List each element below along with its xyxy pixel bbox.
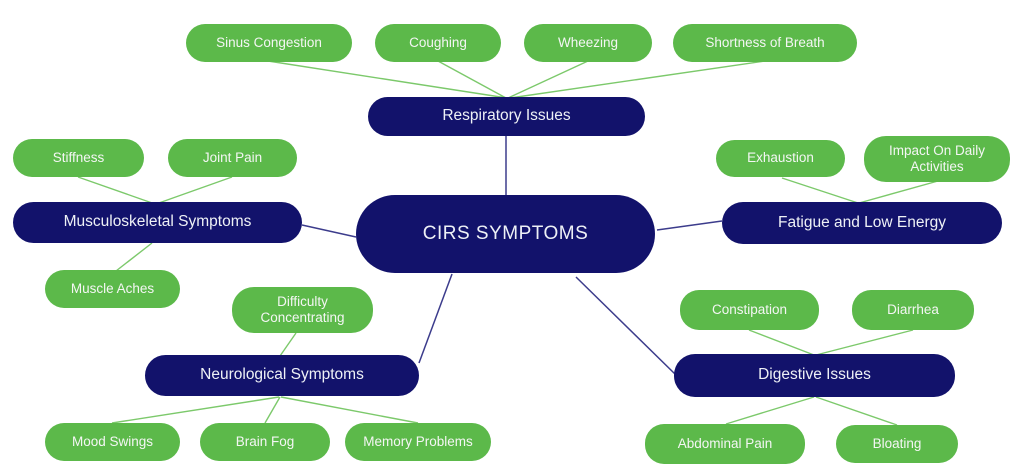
- connector-brain-fog: [264, 396, 281, 424]
- connector-shortness-of-breath: [509, 60, 766, 99]
- node-cirs-symptoms: CIRS SYMPTOMS: [356, 195, 655, 273]
- node-mood-swings: Mood Swings: [45, 423, 180, 461]
- connector-center-fatigue: [656, 220, 723, 231]
- node-exhaustion: Exhaustion: [716, 140, 845, 177]
- node-wheezing: Wheezing: [524, 24, 652, 62]
- connector-center-musculoskeletal: [301, 224, 357, 238]
- node-muscle-aches: Muscle Aches: [45, 270, 180, 308]
- connector-center-digestive: [575, 276, 677, 376]
- node-respiratory-issues: Respiratory Issues: [368, 97, 645, 136]
- connector-center-neurological: [418, 273, 453, 364]
- connector-abdominal-pain: [725, 396, 815, 425]
- node-diarrhea: Diarrhea: [852, 290, 974, 330]
- connector-exhaustion: [781, 177, 859, 204]
- connector-muscle-aches: [115, 242, 153, 272]
- node-sinus-congestion: Sinus Congestion: [186, 24, 352, 62]
- connector-stiffness: [77, 176, 156, 205]
- connector-sinus-congestion: [267, 60, 508, 99]
- node-stiffness: Stiffness: [13, 139, 144, 177]
- node-impact-on-daily-activities: Impact On Daily Activities: [864, 136, 1010, 182]
- node-abdominal-pain: Abdominal Pain: [645, 424, 805, 464]
- node-musculoskeletal-symptoms: Musculoskeletal Symptoms: [13, 202, 302, 243]
- connector-mood-swings: [111, 396, 280, 424]
- connector-joint-pain: [155, 176, 233, 205]
- node-constipation: Constipation: [680, 290, 819, 330]
- node-bloating: Bloating: [836, 425, 958, 463]
- node-digestive-issues: Digestive Issues: [674, 354, 955, 397]
- node-difficulty-concentrating: Difficulty Concentrating: [232, 287, 373, 333]
- connector-constipation: [748, 329, 815, 356]
- connector-impact-on-daily-activities: [858, 180, 939, 204]
- node-fatigue-and-low-energy: Fatigue and Low Energy: [722, 202, 1002, 244]
- node-memory-problems: Memory Problems: [345, 423, 491, 461]
- node-brain-fog: Brain Fog: [200, 423, 330, 461]
- node-joint-pain: Joint Pain: [168, 139, 297, 177]
- connector-diarrhea: [815, 329, 914, 356]
- node-shortness-of-breath: Shortness of Breath: [673, 24, 857, 62]
- connector-difficulty-concentrating: [279, 332, 297, 357]
- node-coughing: Coughing: [375, 24, 501, 62]
- connector-wheezing: [507, 60, 589, 99]
- node-neurological-symptoms: Neurological Symptoms: [145, 355, 419, 396]
- connector-coughing: [437, 60, 507, 99]
- connector-bloating: [815, 396, 898, 426]
- connector-memory-problems: [280, 396, 419, 424]
